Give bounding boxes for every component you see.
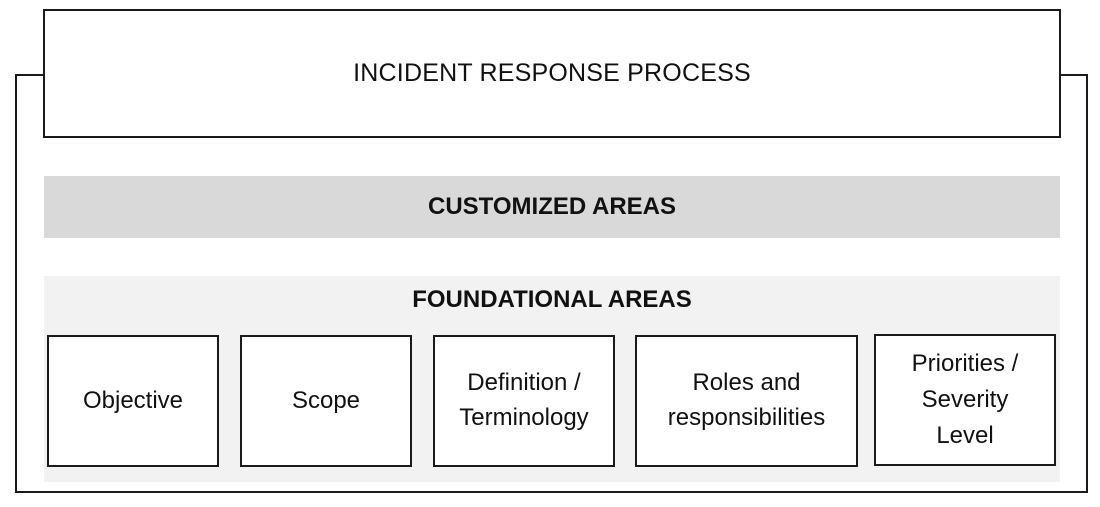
foundational-areas-label: FOUNDATIONAL AREAS [412, 286, 692, 313]
customized-areas-band: CUSTOMIZED AREAS [44, 176, 1060, 238]
area-box-roles-responsibilities: Roles and responsibilities [635, 335, 858, 467]
area-line: Objective [82, 386, 184, 414]
area-box-definition-terminology: Definition / Terminology [433, 335, 615, 467]
area-box-priorities-severity: Priorities / Severity Level [874, 334, 1056, 466]
area-line: Definition / [467, 369, 581, 397]
area-line: Terminology [459, 404, 589, 431]
area-box-scope: Scope [240, 335, 412, 467]
area-line: Scope [291, 386, 361, 414]
customized-areas-label: CUSTOMIZED AREAS [427, 193, 676, 220]
area-line: Level [936, 422, 994, 449]
area-line: responsibilities [667, 404, 826, 431]
area-line: Priorities / [911, 350, 1019, 377]
foundational-areas-panel: FOUNDATIONAL AREAS Objective Scope Defin… [44, 276, 1060, 482]
area-line: Roles and [692, 369, 801, 397]
process-title: INCIDENT RESPONSE PROCESS [353, 59, 751, 87]
process-title-box: INCIDENT RESPONSE PROCESS [43, 9, 1061, 138]
area-line: Severity [921, 386, 1009, 413]
area-box-objective: Objective [47, 335, 219, 467]
